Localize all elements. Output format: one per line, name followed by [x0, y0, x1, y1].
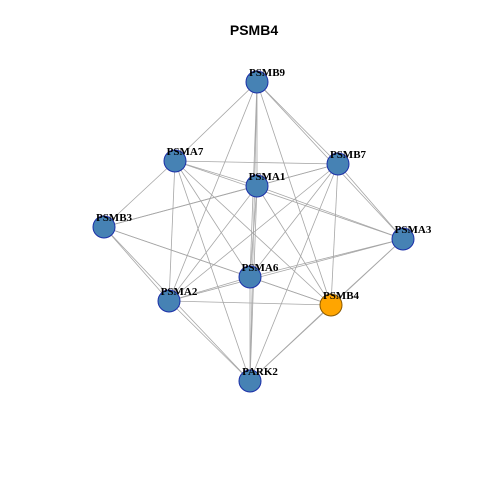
edge-psma3-psma6 [249, 238, 404, 278]
edge-psma6-psma2 [168, 276, 251, 302]
node-psmb3 [92, 215, 116, 239]
node-psma7 [163, 149, 187, 173]
node-psma6 [238, 265, 262, 289]
edge-psma1-psma3 [256, 185, 404, 240]
edge-psmb7-psma3 [337, 163, 404, 240]
node-label-psmb3: PSMB3 [96, 212, 133, 224]
node-psma2 [157, 289, 181, 313]
node-label-psmb7: PSMB7 [330, 149, 367, 161]
nodes-layer [92, 70, 415, 393]
edge-psma6-psmb4 [249, 276, 332, 306]
edge-psmb9-psmb4 [256, 81, 332, 306]
edge-psma3-psma2 [168, 238, 404, 302]
edge-psma1-psmb4 [256, 185, 332, 306]
chart-title: PSMB4 [230, 22, 278, 38]
edge-psma7-psma3 [174, 160, 404, 240]
node-label-psmb4: PSMB4 [323, 290, 360, 302]
edge-psma7-psma6 [174, 160, 251, 278]
node-psmb9 [245, 70, 269, 94]
node-psma3 [391, 227, 415, 251]
edge-psma2-psmb4 [168, 300, 332, 306]
node-label-psmb9: PSMB9 [249, 67, 286, 79]
edge-psma7-psmb7 [174, 160, 339, 165]
node-label-psma1: PSMA1 [249, 171, 286, 183]
edge-psma7-park2 [174, 160, 251, 382]
node-label-psma7: PSMA7 [167, 146, 204, 158]
edge-psmb7-psma6 [249, 163, 339, 278]
edge-psmb7-park2 [249, 163, 339, 382]
edge-psma2-park2 [168, 300, 251, 382]
edge-psmb3-psma2 [103, 226, 170, 302]
node-label-park2: PARK2 [242, 366, 278, 378]
edge-psmb9-psmb7 [256, 81, 339, 165]
node-park2 [238, 369, 262, 393]
edge-psma7-psmb3 [103, 160, 176, 228]
edge-psmb9-psma2 [168, 81, 258, 302]
edge-psma7-psma2 [168, 160, 176, 302]
node-psma1 [245, 174, 269, 198]
edge-psma1-psma6 [249, 185, 258, 278]
node-label-psma3: PSMA3 [395, 224, 432, 236]
edge-psmb9-psma7 [174, 81, 258, 162]
node-psmb4 [319, 293, 343, 317]
edge-psma7-psma1 [174, 160, 258, 187]
node-psmb7 [326, 152, 350, 176]
edge-psmb7-psmb4 [330, 163, 339, 306]
node-label-psma2: PSMA2 [161, 286, 198, 298]
edge-psma1-psma2 [168, 185, 258, 302]
node-label-psma6: PSMA6 [242, 262, 279, 274]
edge-psma1-psmb3 [103, 185, 258, 228]
edge-psmb4-park2 [249, 304, 332, 382]
edges-layer [103, 81, 404, 382]
